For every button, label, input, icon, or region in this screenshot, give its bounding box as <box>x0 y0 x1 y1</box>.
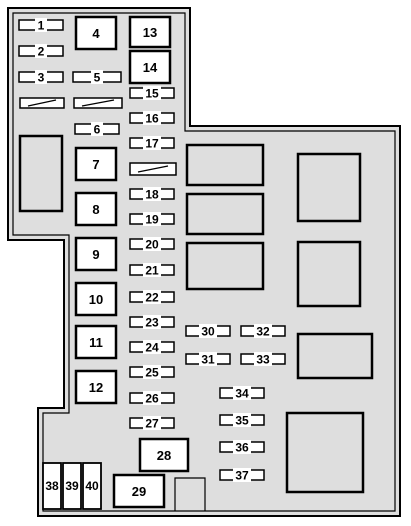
fuse-15: 15 <box>129 86 175 101</box>
fuse-label: 29 <box>132 484 146 499</box>
fuse-label: 10 <box>89 292 103 307</box>
fuse-label: 17 <box>145 137 159 151</box>
fuse-20: 20 <box>129 237 175 252</box>
fuse-5: 5 <box>72 70 122 85</box>
fuse-label: 32 <box>256 325 270 339</box>
fuse-23: 23 <box>129 315 175 330</box>
fuse-25: 25 <box>129 365 175 380</box>
fuse-34: 34 <box>219 386 265 401</box>
fuse-label: 19 <box>145 213 159 227</box>
fuse-label: 11 <box>89 335 103 350</box>
fuse-11: 11 <box>74 324 118 360</box>
spare-fuse-slot <box>129 162 177 176</box>
fuse-label: 40 <box>85 479 99 493</box>
fuse-label: 6 <box>94 123 101 137</box>
fuse-7: 7 <box>74 146 118 182</box>
fuse-box-inner-outline <box>12 12 396 512</box>
fuse-label: 23 <box>145 316 159 330</box>
fuse-label: 7 <box>92 157 99 172</box>
fuse-label: 31 <box>201 353 215 367</box>
fuse-label: 20 <box>145 238 159 252</box>
fuse-label: 28 <box>157 448 171 463</box>
fuse-label: 38 <box>45 479 59 493</box>
fuse-label: 37 <box>235 469 249 483</box>
fuse-19: 19 <box>129 212 175 227</box>
relay-block <box>185 143 265 187</box>
fuse-label: 35 <box>235 414 249 428</box>
fuse-38: 38 <box>42 462 62 510</box>
relay-block <box>296 240 362 308</box>
fuse-label: 5 <box>94 71 101 85</box>
fuse-31: 31 <box>185 352 231 367</box>
fuse-label: 3 <box>38 71 45 85</box>
fuse-30: 30 <box>185 324 231 339</box>
fuse-40: 40 <box>82 462 102 510</box>
fuse-label: 2 <box>38 45 45 59</box>
fuse-22: 22 <box>129 290 175 305</box>
fuse-35: 35 <box>219 413 265 428</box>
relay-block <box>18 134 64 213</box>
fuse-label: 27 <box>145 417 159 431</box>
fuse-label: 39 <box>65 479 79 493</box>
relay-block <box>185 192 265 236</box>
spare-fuse-slot <box>73 97 123 109</box>
fuse-33: 33 <box>240 352 286 367</box>
fuse-2: 2 <box>18 44 64 59</box>
spare-fuse-slot <box>19 97 65 109</box>
fuse-17: 17 <box>129 136 175 151</box>
fuse-label: 16 <box>145 112 159 126</box>
fuse-label: 36 <box>235 441 249 455</box>
fuse-label: 1 <box>38 19 45 33</box>
fuse-27: 27 <box>129 416 175 431</box>
relay-block <box>296 332 374 380</box>
fuse-label: 26 <box>145 392 159 406</box>
fuse-label: 12 <box>89 380 103 395</box>
fuse-14: 14 <box>128 49 172 85</box>
relay-block <box>285 411 365 494</box>
fuse-1: 1 <box>18 18 64 33</box>
fuse-label: 4 <box>92 26 100 41</box>
fuse-label: 15 <box>145 87 159 101</box>
relay-block <box>296 152 362 223</box>
fuse-26: 26 <box>129 391 175 406</box>
relay-block <box>185 241 265 291</box>
fuse-3: 3 <box>18 70 64 85</box>
fuse-18: 18 <box>129 187 175 202</box>
fuse-10: 10 <box>74 281 118 317</box>
fuse-8: 8 <box>74 191 118 227</box>
fuse-9: 9 <box>74 236 118 272</box>
fuse-label: 8 <box>92 202 99 217</box>
fuse-37: 37 <box>219 468 265 483</box>
fuse-label: 24 <box>145 341 159 355</box>
fuse-29: 29 <box>112 473 166 509</box>
fuse-16: 16 <box>129 111 175 126</box>
fuse-label: 33 <box>256 353 270 367</box>
fuse-13: 13 <box>128 15 172 49</box>
housing-notch <box>174 477 206 511</box>
fuse-label: 9 <box>92 247 99 262</box>
fuse-label: 30 <box>201 325 215 339</box>
fuse-label: 14 <box>143 60 158 75</box>
fuse-label: 25 <box>145 366 159 380</box>
fuse-label: 21 <box>145 264 159 278</box>
fuse-32: 32 <box>240 324 286 339</box>
fuse-label: 22 <box>145 291 159 305</box>
fuse-6: 6 <box>74 122 120 137</box>
fuse-21: 21 <box>129 263 175 278</box>
fuse-label: 34 <box>235 387 249 401</box>
fuse-label: 13 <box>143 25 157 40</box>
fuse-36: 36 <box>219 440 265 455</box>
fuse-4: 4 <box>74 15 118 51</box>
fuse-28: 28 <box>138 437 190 473</box>
fuse-39: 39 <box>62 462 82 510</box>
fuse-12: 12 <box>74 369 118 405</box>
fuse-24: 24 <box>129 340 175 355</box>
fuse-label: 18 <box>145 188 159 202</box>
